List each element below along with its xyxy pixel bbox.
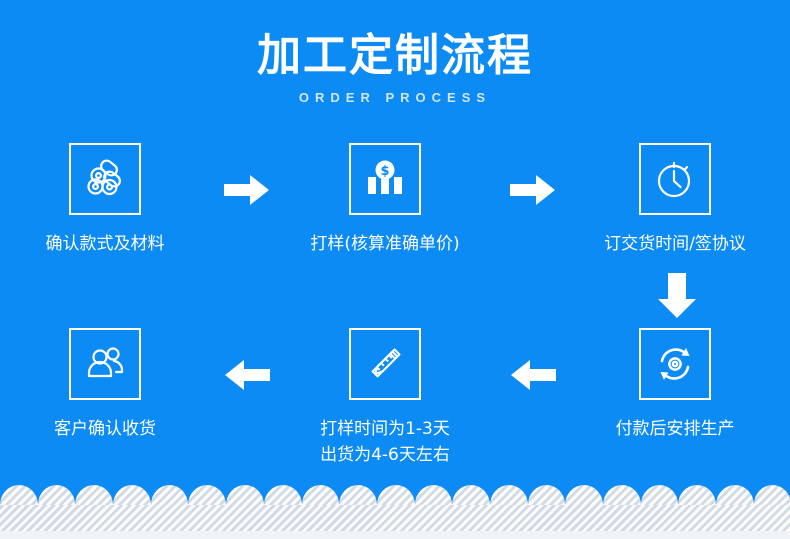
wave-scallop — [226, 485, 264, 505]
step-1-caption: 确认款式及材料 — [45, 234, 165, 254]
wave-scallop — [678, 485, 717, 505]
arrow-left-step5-to-step4 — [224, 358, 270, 392]
wave-scallop — [376, 485, 415, 505]
wave-scallop — [716, 485, 754, 505]
wave-scallop — [37, 485, 76, 505]
process-step-2: $ 打样(核算准确单价) — [285, 143, 485, 257]
users-icon — [83, 342, 127, 386]
step-4-caption: 客户确认收货 — [54, 419, 156, 439]
process-step-1: 确认款式及材料 — [5, 143, 205, 257]
process-step-4: 客户确认收货 — [5, 328, 205, 442]
wave-scallop — [0, 485, 38, 505]
process-step-6: 付款后安排生产 — [575, 328, 775, 442]
arrow-left-step6-to-step5 — [510, 358, 556, 392]
pencil-ruler-icon — [363, 342, 407, 386]
wave-scallop — [414, 485, 453, 505]
gear-refresh-icon — [653, 342, 697, 386]
step-4-icon-frame — [69, 328, 141, 400]
arrow-down-step3-to-step4 — [655, 273, 699, 319]
header: 加工定制流程 ORDER PROCESS — [0, 30, 790, 106]
step-3-icon-frame — [639, 143, 711, 215]
wave-scallop — [113, 485, 151, 505]
wave-scallop — [75, 485, 114, 505]
wave-scallop — [452, 485, 490, 505]
wave-scallop — [489, 485, 528, 505]
step-3-caption: 订交货时间/签协议 — [604, 234, 746, 254]
step-1-icon-frame — [69, 143, 141, 215]
process-step-3: 订交货时间/签协议 — [575, 143, 775, 257]
wave-scallop — [150, 485, 189, 505]
process-row-top: 确认款式及材料 $ — [0, 143, 790, 328]
svg-text:$: $ — [380, 164, 389, 179]
arrow-right-step1-to-step2 — [224, 173, 270, 207]
step-2-icon-frame: $ — [349, 143, 421, 215]
wave-scallops — [0, 485, 790, 505]
wave-scallop — [263, 485, 302, 505]
step-5-icon-frame — [349, 328, 421, 400]
page-subtitle: ORDER PROCESS — [298, 90, 492, 105]
arrow-right-step2-to-step3 — [510, 173, 556, 207]
wave-scallop — [301, 485, 340, 505]
process-steps: 确认款式及材料 $ — [0, 143, 790, 513]
wave-scallop — [603, 485, 641, 505]
price-chart-coin-icon: $ — [363, 157, 407, 201]
process-step-5: 打样时间为1-3天 出货为4-6天左右 — [285, 328, 485, 468]
wave-scallop — [640, 485, 679, 505]
wave-scallop — [527, 485, 566, 505]
step-2-caption: 打样(核算准确单价) — [310, 234, 460, 254]
stopwatch-icon — [653, 157, 697, 201]
bottom-wave-decoration — [0, 483, 790, 539]
fabric-rolls-icon — [83, 157, 127, 201]
page-title: 加工定制流程 — [257, 30, 533, 81]
step-6-caption: 付款后安排生产 — [615, 419, 735, 439]
wave-scallop — [565, 485, 603, 505]
wave-scallop — [188, 485, 227, 505]
wave-scallop — [753, 485, 790, 505]
wave-scallop — [339, 485, 377, 505]
step-6-icon-frame — [639, 328, 711, 400]
step-5-caption: 打样时间为1-3天 出货为4-6天左右 — [320, 419, 450, 465]
process-row-bottom: 客户确认收货 — [0, 328, 790, 513]
wave-base — [0, 531, 790, 539]
